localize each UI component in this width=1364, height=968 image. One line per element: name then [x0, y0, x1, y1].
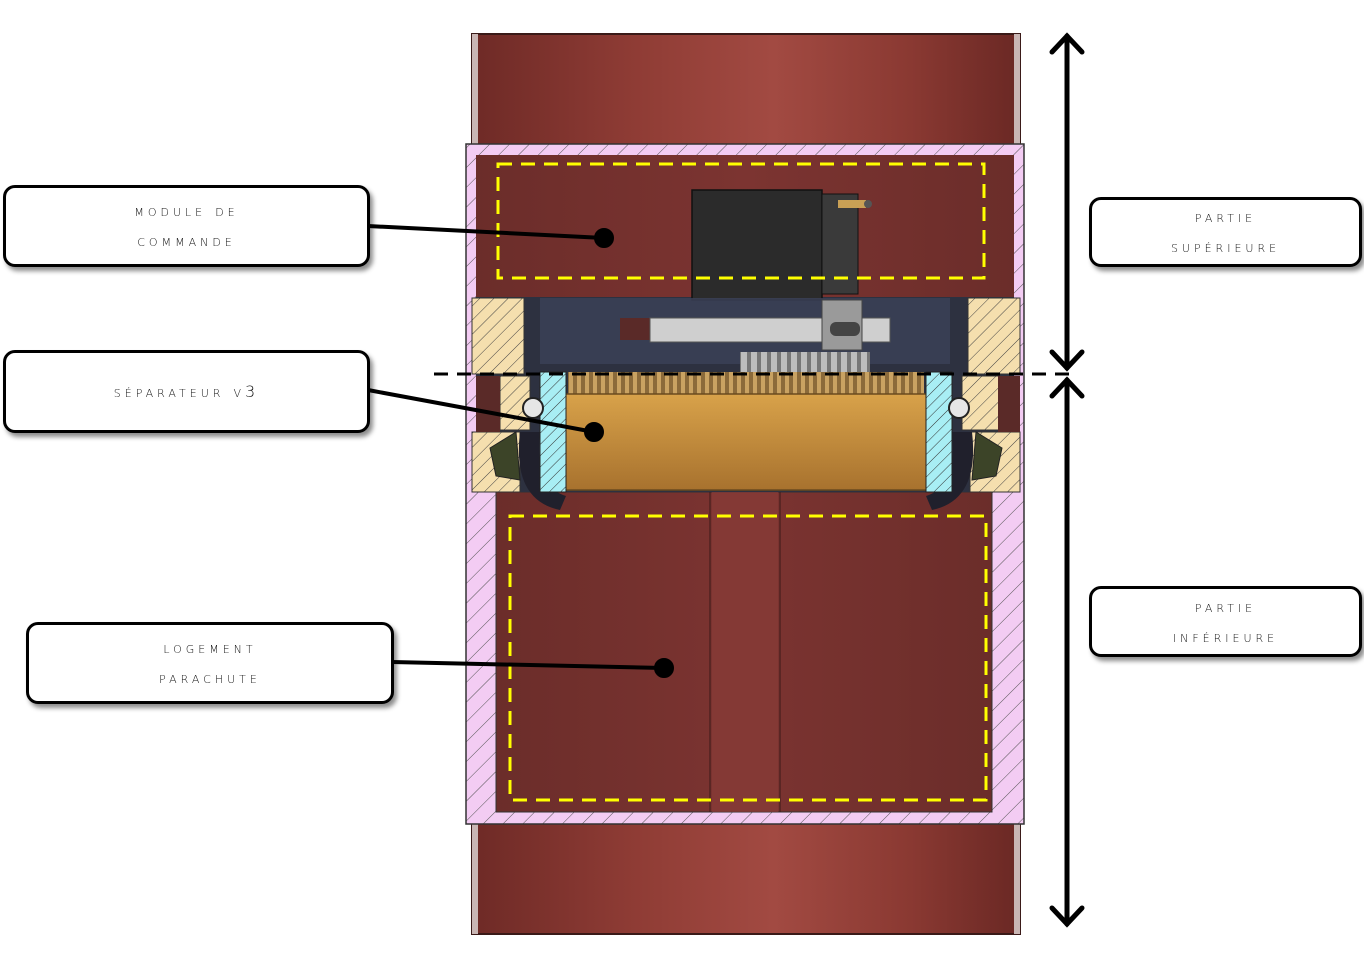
callout-lower-part-line1: PARTIE — [1194, 596, 1257, 616]
callout-lower-part-line2: INFÉRIEURE — [1172, 626, 1279, 646]
separator-body — [561, 393, 929, 491]
callout-parachute-line1: LOGEMENT — [163, 638, 257, 657]
command-module-zone — [496, 162, 986, 280]
bracket-right — [925, 371, 1003, 510]
callout-upper-part-line1: PARTIE — [1194, 207, 1257, 226]
leader-lines — [367, 224, 674, 678]
module-leader-dot — [594, 228, 614, 248]
upper-part-arrow — [1049, 32, 1085, 372]
lower-part-arrow — [1049, 376, 1085, 928]
separator-leader-dot — [584, 422, 604, 442]
callout-upper-part: PARTIE SUPÉRIEURE — [1089, 197, 1362, 267]
callout-command-module: MODULE DE COMMANDE — [3, 185, 370, 267]
parachute-zone — [508, 514, 988, 802]
callout-upper-part-line2: SUPÉRIEURE — [1170, 237, 1281, 256]
callout-lower-part: PARTIE INFÉRIEURE — [1089, 586, 1362, 657]
callout-parachute-line2: PARACHUTE — [159, 668, 261, 687]
callout-parachute: LOGEMENT PARACHUTE — [26, 622, 394, 704]
servo-assembly — [540, 189, 950, 386]
gear-rack — [568, 372, 924, 396]
parachute-leader-dot — [654, 658, 674, 678]
callout-command-module-line1: MODULE DE — [134, 201, 239, 220]
callout-separator-line1: SÉPARATEUR V3 — [113, 381, 260, 401]
bracket-left — [489, 371, 567, 510]
callout-separator: SÉPARATEUR V3 — [3, 350, 370, 433]
callout-command-module-line2: COMMANDE — [137, 231, 236, 250]
